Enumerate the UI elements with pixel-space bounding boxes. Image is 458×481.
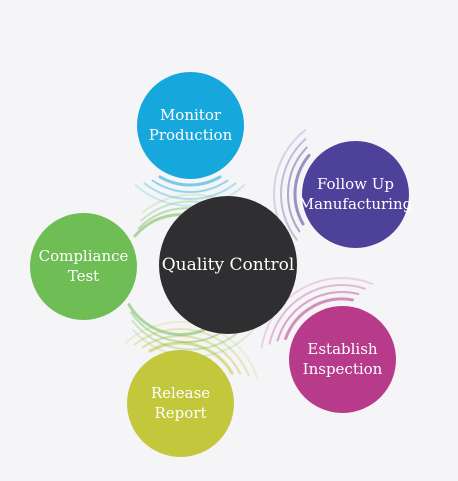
decorative-arc (158, 175, 222, 187)
decorative-arc (293, 153, 311, 226)
decorative-arc (143, 182, 237, 200)
node-label-line: Production (148, 125, 233, 144)
node-establish-inspection: Establish Inspection (289, 306, 396, 413)
decorative-arc (148, 341, 234, 375)
node-label-line: Inspection (302, 359, 383, 378)
decorative-arc (141, 335, 242, 375)
center-label: Quality Control (161, 254, 295, 275)
node-label-line: Compliance (38, 247, 129, 265)
decorative-arc (284, 297, 354, 340)
decorative-arc (268, 284, 366, 345)
node-monitor-production: Monitor Production (137, 72, 244, 179)
decorative-arc (260, 277, 374, 349)
node-label-line: Monitor (159, 106, 222, 124)
decorative-arc (287, 146, 308, 233)
node-label-line: Establish (307, 340, 378, 358)
node-label-line: Manufacturing (298, 194, 413, 213)
decorative-arc (280, 138, 307, 241)
node-follow-up-manufacturing: Follow Up Manufacturing (298, 141, 413, 248)
node-release-report: Release Report (127, 350, 234, 457)
node-label-line: Follow Up (316, 175, 395, 193)
decorative-arc (276, 291, 360, 342)
node-label-line: Test (67, 266, 100, 285)
node-compliance-test: Compliance Test (30, 213, 137, 320)
decorative-arc (151, 179, 229, 193)
center-node-quality-control: Quality Control (159, 196, 297, 334)
node-label-line: Release (150, 384, 211, 402)
node-label-line: Report (154, 403, 207, 422)
